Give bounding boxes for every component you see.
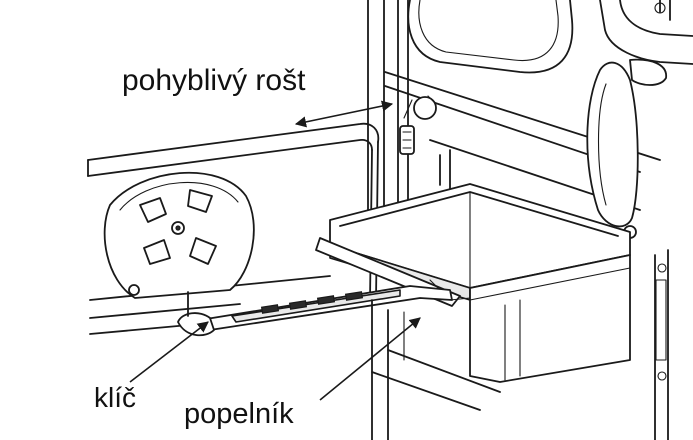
ashpan-leader-arrow <box>319 317 421 401</box>
label-key: klíč <box>94 382 136 413</box>
stove-base <box>371 299 501 440</box>
ash-pan <box>315 183 631 383</box>
grate-knob <box>399 95 437 155</box>
key-tool <box>177 285 453 337</box>
label-movable-grate: pohyblivý rošt <box>122 64 306 97</box>
grate-arrow <box>294 100 394 128</box>
label-ash-pan: popelník <box>184 398 294 430</box>
key-leader-arrow <box>129 321 209 383</box>
